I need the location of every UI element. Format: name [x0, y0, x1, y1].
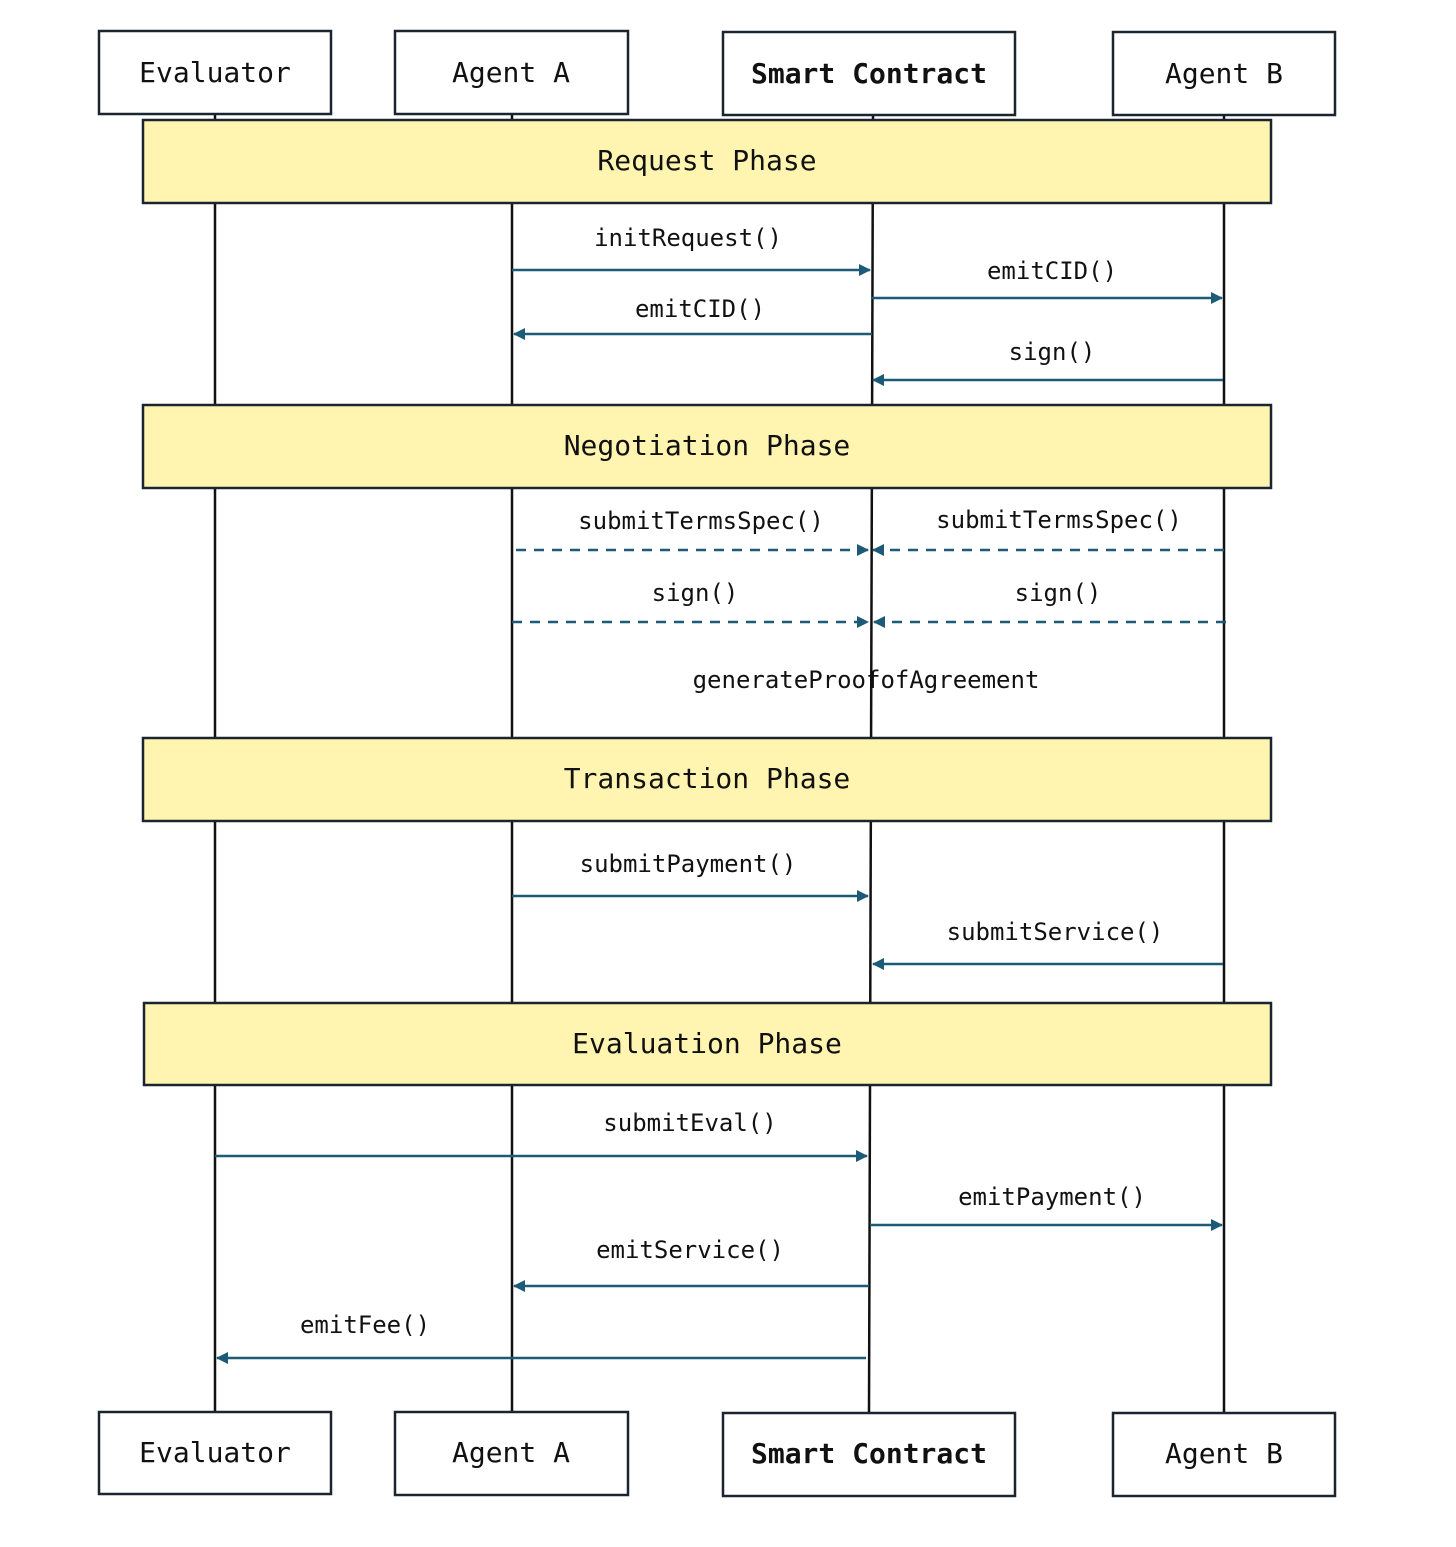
- actor-label: Agent B: [1165, 1437, 1283, 1470]
- message-label: sign(): [652, 579, 739, 607]
- phase-label: Transaction Phase: [564, 762, 851, 795]
- phase-request: Request Phase: [141, 118, 1273, 205]
- actor-label: Smart Contract: [751, 57, 987, 90]
- message-label: sign(): [1015, 579, 1102, 607]
- message-label: emitService(): [596, 1236, 784, 1264]
- actor-label: Smart Contract: [751, 1437, 987, 1470]
- message-emit-cid-to-agent-a: emitCID(): [513, 295, 872, 340]
- message-label: submitService(): [947, 918, 1164, 946]
- actor-label: Agent A: [452, 1436, 570, 1469]
- message-emit-fee: emitFee(): [216, 1311, 866, 1364]
- phase-transaction: Transaction Phase: [141, 736, 1273, 823]
- phase-label: Evaluation Phase: [572, 1027, 842, 1060]
- message-label: initRequest(): [594, 224, 782, 252]
- actor-label: Evaluator: [139, 56, 291, 89]
- message-label: emitPayment(): [958, 1183, 1146, 1211]
- message-submit-payment: submitPayment(): [512, 850, 869, 902]
- actor-label: Evaluator: [139, 1436, 291, 1469]
- message-emit-service: emitService(): [513, 1236, 869, 1292]
- phase-band: [141, 118, 1273, 205]
- actor-top-smart-contract: Smart Contract: [721, 30, 1017, 117]
- actor-bottom-smart-contract: Smart Contract: [721, 1411, 1017, 1498]
- note-generate-proof-of-agreement: generateProofofAgreement: [693, 666, 1040, 694]
- message-submit-terms-spec-agent-a: submitTermsSpec(): [516, 507, 869, 556]
- actor-bottom-agent-b: Agent B: [1111, 1411, 1337, 1498]
- message-label: submitTermsSpec(): [936, 506, 1182, 534]
- message-submit-terms-spec-agent-b: submitTermsSpec(): [872, 506, 1224, 556]
- actor-top-agent-a: Agent A: [393, 29, 630, 116]
- message-label: sign(): [1009, 338, 1096, 366]
- message-sign-agent-b-dashed: sign(): [873, 579, 1226, 628]
- message-emit-payment: emitPayment(): [870, 1183, 1223, 1231]
- message-label: submitTermsSpec(): [578, 507, 824, 535]
- message-label: emitFee(): [300, 1311, 430, 1339]
- message-emit-cid-to-agent-b: emitCID(): [871, 257, 1223, 304]
- actor-bottom-evaluator: Evaluator: [97, 1410, 333, 1496]
- message-submit-eval: submitEval(): [215, 1109, 868, 1162]
- actor-label: Agent A: [452, 56, 570, 89]
- phase-band: [142, 1001, 1273, 1087]
- phase-band: [141, 403, 1273, 490]
- message-init-request: initRequest(): [512, 224, 871, 276]
- message-label: submitEval(): [603, 1109, 776, 1137]
- phase-band: [141, 736, 1273, 823]
- actor-top-evaluator: Evaluator: [97, 29, 333, 116]
- message-label: emitCID(): [635, 295, 765, 323]
- phase-negotiation: Negotiation Phase: [141, 403, 1273, 490]
- phase-evaluation: Evaluation Phase: [142, 1001, 1273, 1087]
- message-sign-agent-a-dashed: sign(): [512, 579, 869, 628]
- actor-bottom-agent-a: Agent A: [393, 1410, 630, 1497]
- message-label: emitCID(): [987, 257, 1117, 285]
- message-submit-service: submitService(): [872, 918, 1223, 970]
- phase-label: Negotiation Phase: [564, 429, 851, 462]
- actor-top-agent-b: Agent B: [1111, 30, 1337, 117]
- phase-label: Request Phase: [597, 144, 816, 177]
- message-sign-agent-b: sign(): [872, 338, 1223, 386]
- message-label: submitPayment(): [580, 850, 797, 878]
- actor-label: Agent B: [1165, 57, 1283, 90]
